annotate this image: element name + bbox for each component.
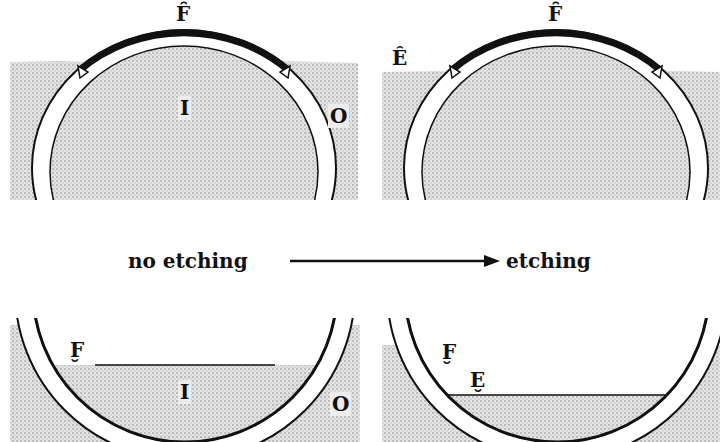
surface-label: F̮ — [442, 340, 456, 364]
step-label: etching — [506, 249, 591, 273]
region-label: I — [178, 96, 191, 120]
surface-label: E̮ — [470, 368, 485, 392]
grain-etched — [382, 30, 720, 200]
region-label: O — [328, 104, 349, 128]
grain-unetched — [10, 30, 358, 200]
region-label: O — [330, 392, 351, 416]
region-label: I — [178, 380, 191, 404]
surface-label: F̮ — [70, 338, 84, 362]
step-label: no etching — [128, 249, 248, 273]
surface-label: F̑ — [548, 2, 562, 26]
bowl-unetched — [10, 318, 360, 442]
surface-label: F̑ — [176, 2, 190, 26]
bowl-etched — [382, 318, 720, 442]
surface-label: Ȇ — [392, 46, 407, 70]
process-arrow — [290, 255, 500, 267]
